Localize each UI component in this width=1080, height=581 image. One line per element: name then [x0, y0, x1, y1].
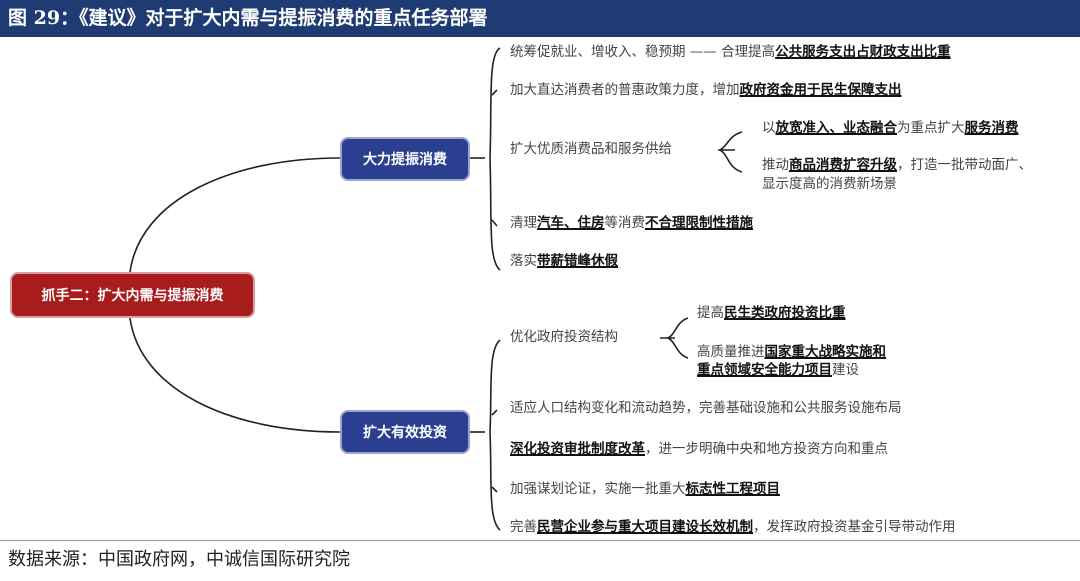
branch-node-consumption: 大力提振消费	[340, 137, 470, 181]
key-phrase: 商品消费扩容升级	[789, 157, 897, 173]
branch-1-item: 加强谋划论证，实施一批重大标志性工程项目	[510, 480, 780, 499]
branch-0-item: 推动商品消费扩容升级，打造一批带动面广、	[762, 156, 1032, 175]
text-segment: 扩大优质消费品和服务供给	[510, 141, 672, 157]
text-segment: 加大直达消费者的普惠政策力度，增加	[510, 82, 740, 98]
key-phrase: 放宽准入、业态融合	[775, 120, 898, 136]
text-segment: ，进一步明确中央和地方投资方向和重点	[645, 441, 888, 457]
branch-0-item: 以放宽准入、业态融合为重点扩大服务消费	[762, 119, 1019, 138]
key-phrase: 国家重大战略实施和	[764, 344, 887, 360]
text-segment: 推动	[762, 157, 789, 173]
connector-root-investment	[129, 317, 341, 433]
brace-consumption	[489, 47, 501, 271]
branch-node-investment: 扩大有效投资	[340, 410, 470, 454]
text-segment: 建设	[832, 362, 859, 378]
key-phrase: 民生类政府投资比重	[724, 305, 846, 321]
text-segment: 高质量推进	[697, 344, 765, 360]
key-phrase: 服务消费	[964, 120, 1019, 136]
key-phrase: 不合理限制性措施	[645, 215, 753, 231]
key-phrase: 汽车、住房	[537, 215, 605, 231]
text-segment: 显示度高的消费新场景	[762, 176, 897, 192]
text-segment: 提高	[697, 305, 724, 321]
sub-brace-structure	[660, 317, 689, 359]
text-segment: 为重点扩大	[897, 120, 965, 136]
branch-1-item: 完善民营企业参与重大项目建设长效机制，发挥政府投资基金引导带动作用	[510, 518, 956, 537]
figure-title: 图 29：《建议》对于扩大内需与提振消费的重点任务部署	[0, 0, 1080, 37]
key-phrase: 政府资金用于民生保障支出	[739, 82, 902, 98]
branch-1-item: 高质量推进国家重大战略实施和	[697, 343, 886, 362]
connector-root-consumption	[129, 157, 341, 273]
brace-investment	[489, 339, 501, 531]
text-segment: 清理	[510, 215, 537, 231]
source-note: 数据来源：中国政府网，中诚信国际研究院	[0, 540, 1080, 581]
key-phrase: 深化投资审批制度改革	[510, 441, 645, 457]
branch-0-item: 统筹促就业、增收入、稳预期 —— 合理提高公共服务支出占财政支出比重	[510, 43, 951, 62]
text-segment: 以	[762, 120, 776, 136]
text-segment: ，发挥政府投资基金引导带动作用	[753, 519, 956, 535]
key-phrase: 标志性工程项目	[685, 481, 781, 497]
key-phrase: 公共服务支出占财政支出比重	[775, 44, 951, 60]
branch-0-item: 扩大优质消费品和服务供给	[510, 140, 672, 159]
text-segment: 落实	[510, 253, 537, 269]
text-segment: 完善	[510, 519, 537, 535]
text-segment: 等消费	[604, 215, 646, 231]
branch-1-item: 优化政府投资结构	[510, 328, 618, 347]
text-segment: 统筹促就业、增收入、稳预期 —— 合理提高	[510, 44, 776, 60]
branch-1-item: 深化投资审批制度改革，进一步明确中央和地方投资方向和重点	[510, 440, 888, 459]
branch-1-item: 提高民生类政府投资比重	[697, 304, 846, 323]
key-phrase: 民营企业参与重大项目建设长效机制	[537, 519, 753, 535]
branch-0-item: 加大直达消费者的普惠政策力度，增加政府资金用于民生保障支出	[510, 81, 902, 100]
key-phrase: 重点领域安全能力项目	[697, 362, 832, 378]
branch-1-item: 重点领域安全能力项目建设	[697, 361, 859, 380]
branch-0-item: 清理汽车、住房等消费不合理限制性措施	[510, 214, 753, 233]
branch-1-item: 适应人口结构变化和流动趋势，完善基础设施和公共服务设施布局	[510, 399, 902, 418]
text-segment: 适应人口结构变化和流动趋势，完善基础设施和公共服务设施布局	[510, 400, 902, 416]
text-segment: 加强谋划论证，实施一批重大	[510, 481, 686, 497]
key-phrase: 带薪错峰休假	[537, 253, 618, 269]
text-segment: 优化政府投资结构	[510, 329, 618, 345]
root-node: 抓手二：扩大内需与提振消费	[10, 272, 255, 318]
sub-brace-supply	[718, 131, 743, 173]
text-segment: ，打造一批带动面广、	[897, 157, 1032, 173]
branch-0-item: 显示度高的消费新场景	[762, 175, 897, 194]
branch-0-item: 落实带薪错峰休假	[510, 252, 618, 271]
